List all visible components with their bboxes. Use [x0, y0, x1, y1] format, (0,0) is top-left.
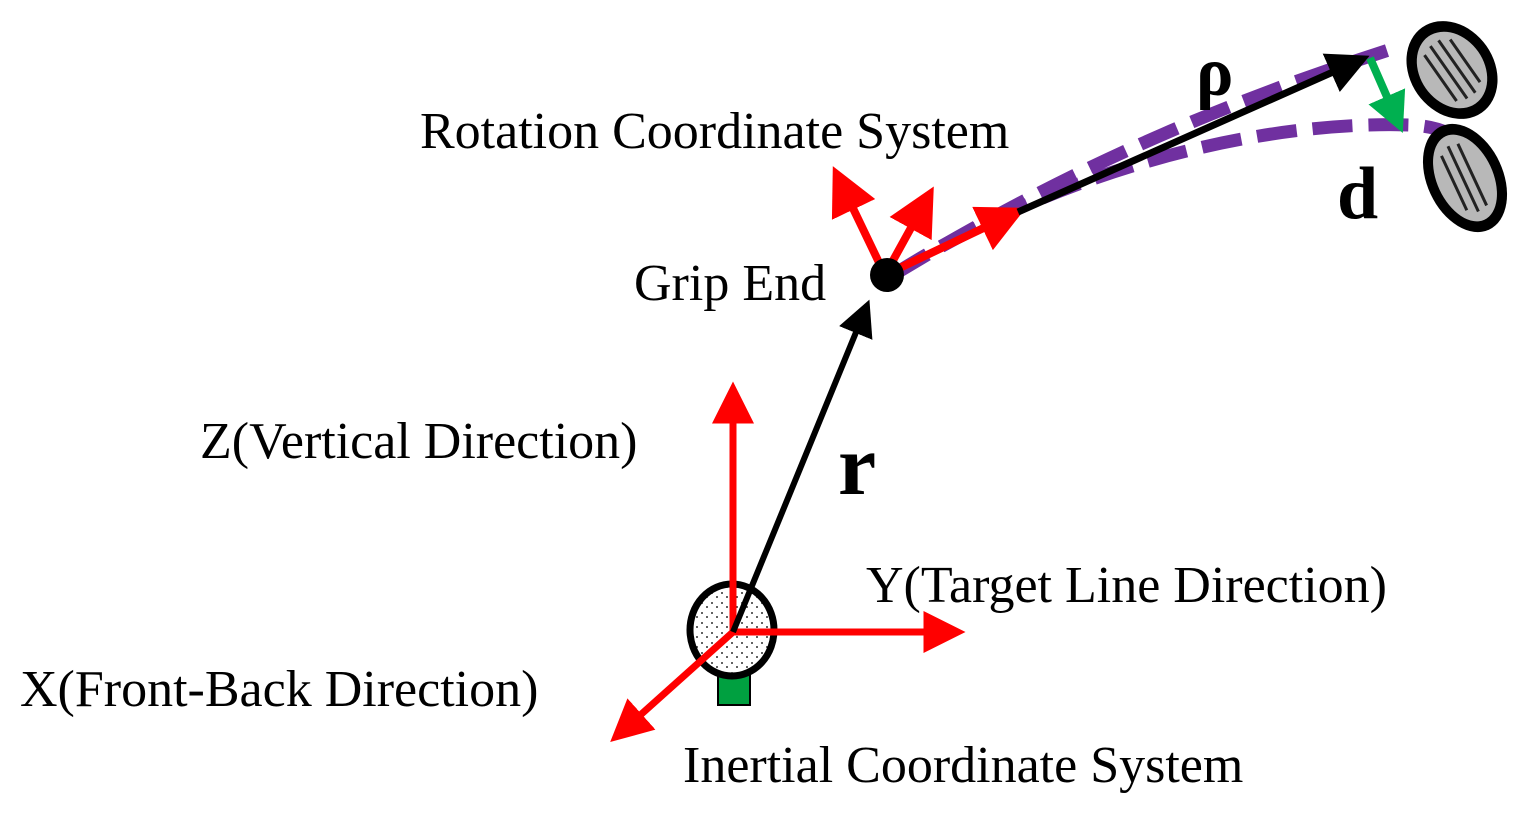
rho-vector-arrow	[1016, 53, 1370, 216]
deflection-vector-arrow	[1366, 56, 1406, 133]
r-vector-arrow	[730, 299, 873, 634]
x-axis-label: X(Front-Back Direction)	[20, 661, 538, 718]
club-head-deflected	[1422, 123, 1508, 233]
inertial-system-label: Inertial Coordinate System	[683, 737, 1243, 794]
tee	[717, 674, 751, 706]
y-axis-label: Y(Target Line Direction)	[866, 557, 1387, 614]
rotation-system-label: Rotation Coordinate System	[420, 103, 1009, 160]
r-vector-label: r	[838, 417, 876, 513]
x-axis-arrow	[610, 629, 736, 743]
rigid-shaft-path	[889, 41, 1397, 281]
rotation-axis-1	[831, 166, 889, 277]
rho-vector-label: ρ	[1196, 34, 1233, 111]
z-axis-label: Z(Vertical Direction)	[200, 413, 637, 470]
grip-end-label: Grip End	[634, 255, 826, 312]
grip-end-point	[870, 258, 904, 292]
d-vector-label: d	[1337, 153, 1378, 235]
rotation-axis-3	[883, 206, 1026, 279]
club-head-rigid	[1406, 21, 1498, 119]
